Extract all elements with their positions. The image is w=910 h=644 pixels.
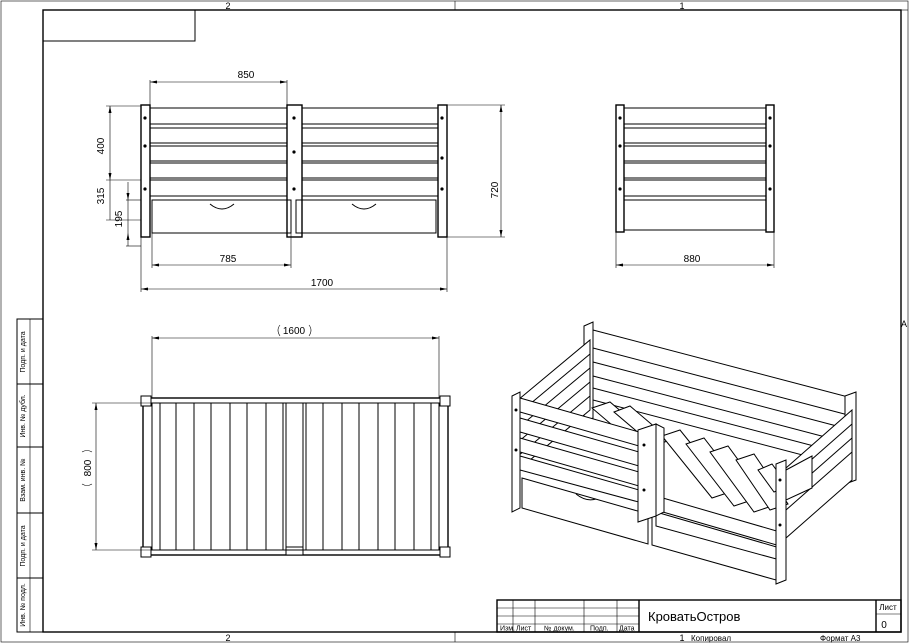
side-label-inv-orig: Инв. № подл. xyxy=(20,583,27,627)
dim-plan-length: 1600 xyxy=(283,326,306,337)
col-date: Дата xyxy=(619,626,635,633)
front-rails xyxy=(149,107,439,197)
plan-slats xyxy=(159,402,432,551)
drawer-handle-right xyxy=(351,203,377,210)
iso-front-right-post xyxy=(775,459,787,585)
side-label-inv-dup: Инв. № дубл. xyxy=(19,394,27,437)
side-label-replace-inv: Взам. инв. № xyxy=(20,458,27,501)
plan-frame xyxy=(142,397,449,556)
dim-front-total-height: 720 xyxy=(490,181,501,198)
copied-label: Копировал xyxy=(691,634,731,643)
front-left-post xyxy=(140,104,151,238)
front-middle-post xyxy=(286,104,303,238)
dim-front-total-width: 1700 xyxy=(311,278,334,289)
side-label-sign-date-1: Подп. и дата xyxy=(20,331,27,372)
front-right-post xyxy=(437,104,448,238)
front-view-dimensions: 850 400 315 195 720 785 xyxy=(96,70,505,292)
dim-front-height-lower: 195 xyxy=(114,210,125,227)
zone-label-bottom-left: 2 xyxy=(225,633,230,643)
zone-label-bottom-right: 1 xyxy=(679,633,684,643)
side-left-post xyxy=(615,104,625,233)
side-strip: Подп. и дата Инв. № дубл. Взам. инв. № П… xyxy=(16,318,44,633)
plan-inner xyxy=(151,402,440,551)
col-list: Лист xyxy=(516,626,532,633)
side-right-post xyxy=(765,104,775,233)
col-izm: Изм. xyxy=(500,626,515,633)
format-label: Формат А3 xyxy=(820,634,861,643)
dim-plan-width: 800 xyxy=(83,459,94,476)
dim-front-top-width: 850 xyxy=(238,70,255,81)
sheet-number: 0 xyxy=(881,620,887,631)
col-sign: Подп. xyxy=(590,626,609,633)
iso-front-left-post xyxy=(511,391,521,513)
title-block: Изм. Лист № докум. Подп. Дата КроватьОст… xyxy=(496,599,902,643)
isometric-view xyxy=(511,321,857,585)
top-left-stamp xyxy=(42,9,196,42)
plan-view: 1600 800 xyxy=(81,324,451,558)
zone-label-top-right: 1 xyxy=(679,1,684,11)
dim-front-height-middle: 315 xyxy=(96,187,107,204)
sheet-label: Лист xyxy=(879,603,897,612)
dim-drawer-width: 785 xyxy=(220,254,237,265)
zone-label-side: A xyxy=(901,319,907,329)
side-label-sign-date-2: Подп. и дата xyxy=(20,525,27,566)
front-view xyxy=(140,104,448,238)
side-view: 880 xyxy=(615,104,775,268)
drawer-handle-left xyxy=(209,203,235,210)
col-doc: № докум. xyxy=(544,626,575,633)
iso-front-middle-post xyxy=(637,423,657,523)
zone-label-top-left: 2 xyxy=(225,1,230,11)
front-drawer-right xyxy=(295,199,437,234)
iso-slats xyxy=(591,401,789,513)
dim-front-height-upper: 400 xyxy=(96,137,107,154)
front-drawer-left xyxy=(151,199,292,234)
dim-side-width: 880 xyxy=(684,254,701,265)
drawing-title: КроватьОстров xyxy=(648,609,740,624)
iso-drawer-left xyxy=(521,477,649,545)
